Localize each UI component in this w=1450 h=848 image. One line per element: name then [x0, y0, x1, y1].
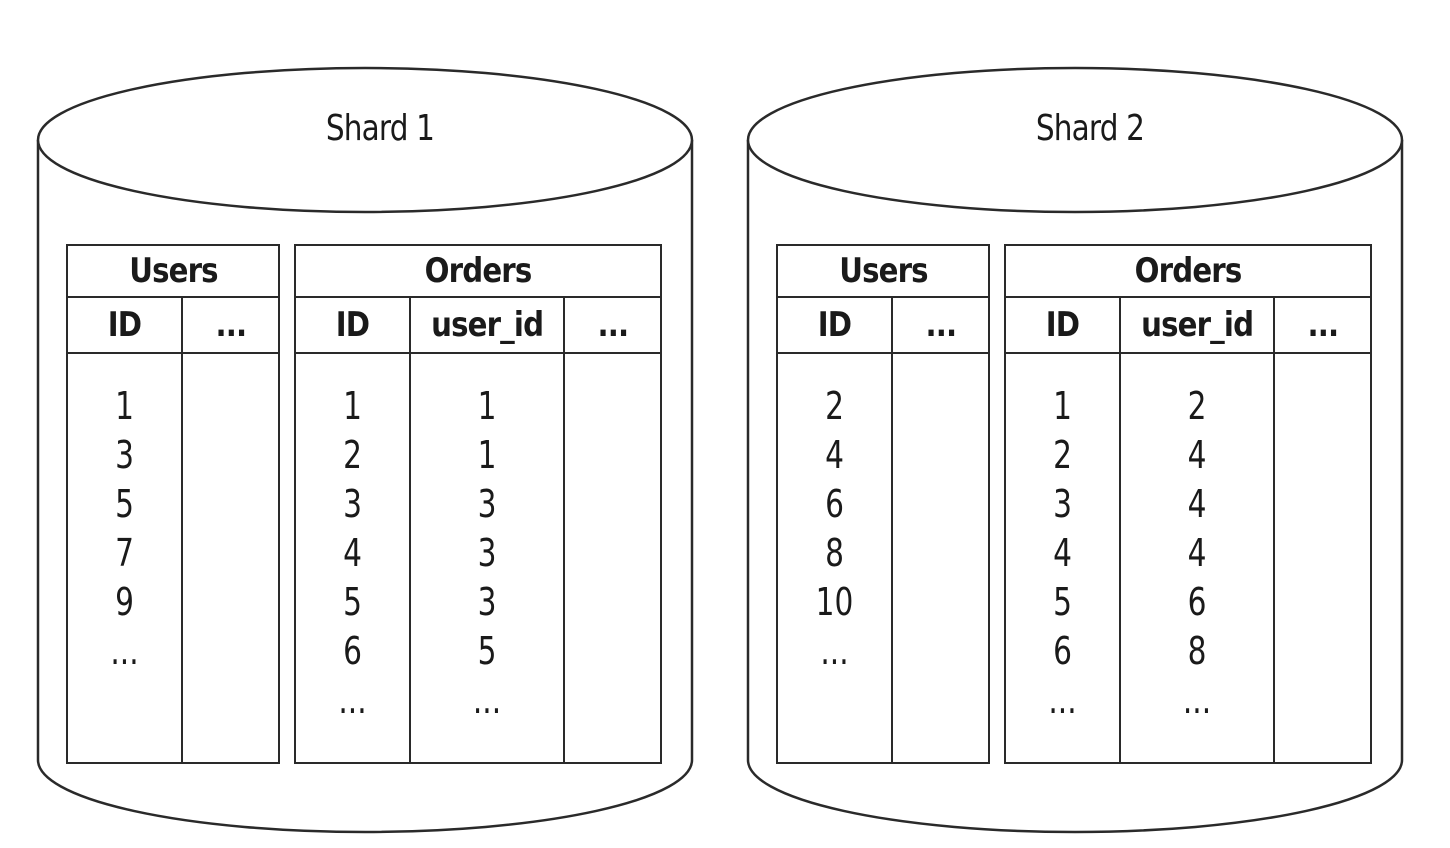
cell-value: 6: [1187, 580, 1207, 624]
column-header-user-id: user_id: [409, 296, 565, 354]
cell-value: 3: [477, 580, 497, 624]
users-id-column: 2 4 6 8 10 ...: [776, 352, 893, 764]
orders-table: Orders ID user_id ... 1 2 3 4 5 6 ... 1 …: [293, 244, 663, 764]
shard-1-cylinder: Shard 1 Users ID ... 1 3 5 7 9 ... Order…: [30, 0, 730, 848]
shard-2-cylinder: Shard 2 Users ID ... 2 4 6 8 10 ... Orde…: [740, 0, 1440, 848]
orders-table: Orders ID user_id ... 1 2 3 4 5 6 ... 2 …: [1003, 244, 1373, 764]
shard-title: Shard 1: [325, 108, 435, 149]
column-header-more: ...: [562, 296, 663, 354]
cell-value: 2: [825, 384, 844, 428]
cell-value: 1: [477, 384, 497, 428]
cell-value: 5: [115, 482, 134, 526]
orders-table-caption: Orders: [1003, 244, 1373, 298]
column-header-id: ID: [776, 296, 893, 354]
orders-id-column: 1 2 3 4 5 6 ...: [1004, 352, 1121, 764]
column-header-more: ...: [1272, 296, 1373, 354]
cell-value: 5: [1053, 580, 1072, 624]
cell-value: 5: [477, 629, 497, 673]
users-table: Users ID ... 1 3 5 7 9 ...: [65, 244, 281, 764]
cell-value: 1: [1053, 384, 1072, 428]
cell-value: 5: [343, 580, 362, 624]
orders-table-caption: Orders: [293, 244, 663, 298]
users-table-caption: Users: [775, 244, 991, 298]
users-more-column: [180, 352, 281, 764]
users-id-column: 1 3 5 7 9 ...: [66, 352, 183, 764]
cell-value: ...: [338, 678, 367, 722]
cell-value: ...: [110, 629, 139, 673]
cell-value: 4: [1053, 531, 1072, 575]
orders-user-id-column: 1 1 3 3 3 5 ...: [409, 352, 565, 764]
users-table-caption: Users: [65, 244, 281, 298]
cell-value: 8: [1187, 629, 1207, 673]
cell-value: 3: [477, 482, 497, 526]
cell-value: 4: [343, 531, 362, 575]
cell-value: ...: [1182, 678, 1212, 722]
cell-value: 2: [343, 433, 362, 477]
cell-value: 3: [1053, 482, 1072, 526]
orders-id-column: 1 2 3 4 5 6 ...: [294, 352, 411, 764]
cell-value: 6: [343, 629, 362, 673]
cell-value: ...: [820, 629, 849, 673]
column-header-id: ID: [66, 296, 183, 354]
cell-value: 9: [115, 580, 134, 624]
cell-value: ...: [1048, 678, 1077, 722]
cell-value: ...: [472, 678, 502, 722]
column-header-id: ID: [1004, 296, 1121, 354]
cell-value: 2: [1053, 433, 1072, 477]
cell-value: 6: [1053, 629, 1072, 673]
column-header-id: ID: [294, 296, 411, 354]
cell-value: 6: [825, 482, 844, 526]
orders-more-column: [562, 352, 663, 764]
shard-title: Shard 2: [1035, 108, 1145, 149]
cell-value: 1: [115, 384, 134, 428]
column-header-more: ...: [180, 296, 281, 354]
cell-value: 10: [815, 580, 854, 624]
cell-value: 4: [1187, 482, 1207, 526]
users-table: Users ID ... 2 4 6 8 10 ...: [775, 244, 991, 764]
cell-value: 4: [1187, 531, 1207, 575]
cell-value: 2: [1187, 384, 1207, 428]
cell-value: 7: [115, 531, 134, 575]
orders-user-id-column: 2 4 4 4 6 8 ...: [1119, 352, 1275, 764]
cell-value: 1: [343, 384, 362, 428]
cell-value: 4: [825, 433, 844, 477]
column-header-more: ...: [890, 296, 991, 354]
users-more-column: [890, 352, 991, 764]
column-header-user-id: user_id: [1119, 296, 1275, 354]
orders-more-column: [1272, 352, 1373, 764]
cell-value: 3: [477, 531, 497, 575]
cell-value: 8: [825, 531, 844, 575]
cell-value: 3: [343, 482, 362, 526]
cell-value: 1: [477, 433, 497, 477]
cell-value: 3: [115, 433, 134, 477]
cell-value: 4: [1187, 433, 1207, 477]
